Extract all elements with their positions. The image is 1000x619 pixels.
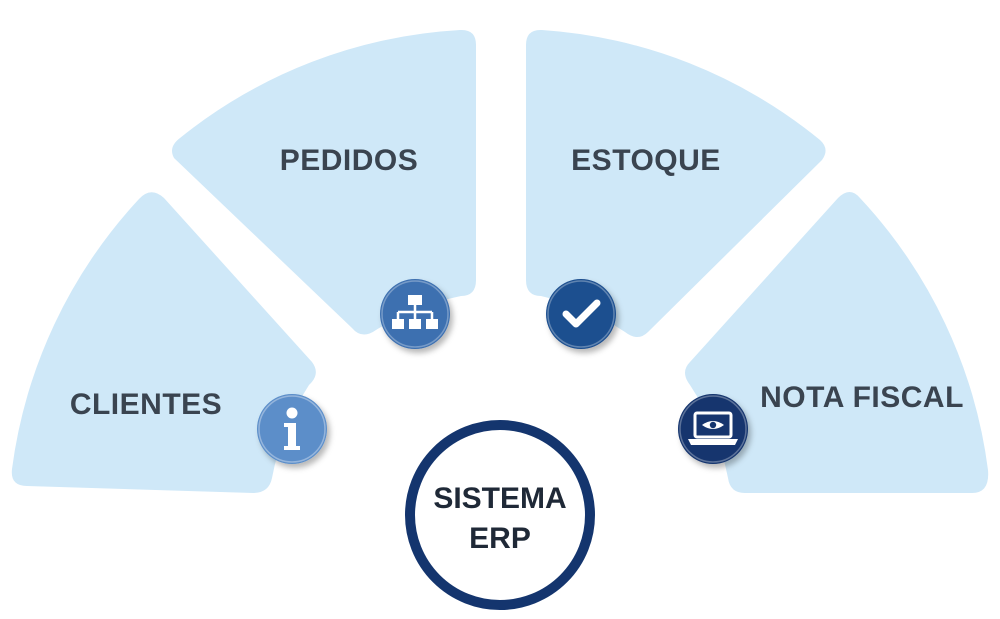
info-icon <box>257 394 327 464</box>
sector-clientes: CLIENTES <box>11 192 316 494</box>
center-label-line1: SISTEMA <box>433 482 566 515</box>
sector-pedidos-label: PEDIDOS <box>280 144 419 177</box>
laptop-eye-icon <box>678 394 748 464</box>
sector-nota-fiscal: NOTA FISCAL <box>685 192 989 493</box>
sector-nota-fiscal-label: NOTA FISCAL <box>760 381 964 414</box>
center-label-line2: ERP <box>469 522 531 555</box>
center-circle: SISTEMA ERP <box>405 420 595 610</box>
sector-pedidos: PEDIDOS <box>172 29 476 335</box>
sector-pedidos-shape <box>172 29 476 335</box>
sector-nota-fiscal-shape <box>685 192 989 493</box>
checkmark-icon <box>546 279 616 349</box>
sector-estoque: ESTOQUE <box>526 29 826 338</box>
sector-estoque-label: ESTOQUE <box>571 144 721 177</box>
sitemap-icon <box>380 279 450 349</box>
sector-estoque-shape <box>526 29 826 338</box>
sector-clientes-label: CLIENTES <box>70 388 222 421</box>
sector-clientes-shape <box>11 192 316 494</box>
